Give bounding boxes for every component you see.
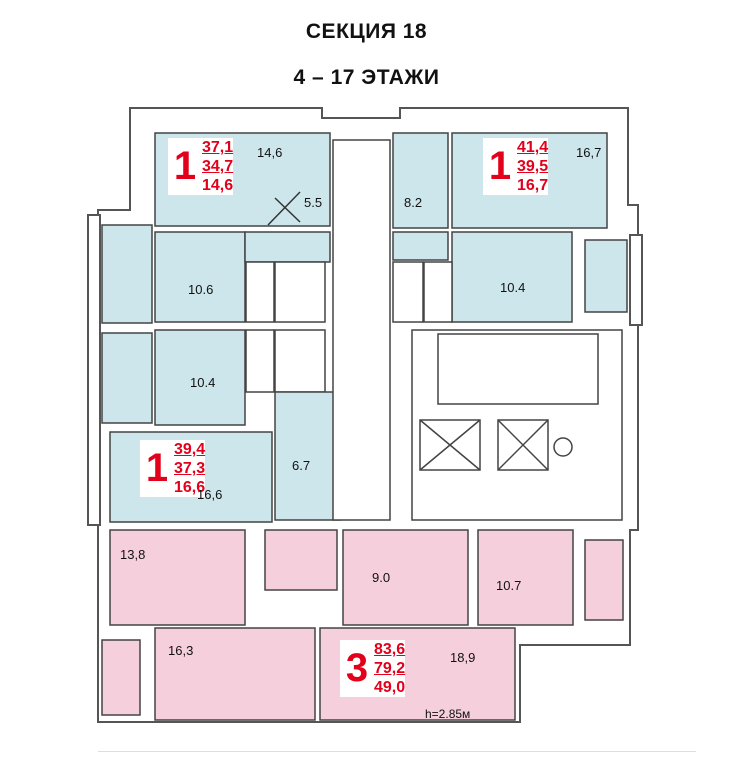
room-area-label: 6.7	[292, 458, 311, 473]
living-total-area: 37,3	[174, 460, 206, 477]
living-area: 14,6	[202, 177, 234, 194]
a1-room	[154, 132, 331, 227]
a1-corridor	[244, 231, 331, 263]
rooms-count: 1	[145, 446, 169, 490]
a2-wc	[392, 261, 424, 323]
ceiling-height-label: h=2.85м	[425, 707, 471, 721]
apartment-badge-3: 3 83,6 79,2 49,0	[340, 640, 406, 697]
a4-bath	[264, 529, 338, 591]
room-area-label: 16,7	[576, 145, 602, 160]
a4-room-1	[109, 529, 246, 626]
rooms-count: 1	[488, 144, 512, 188]
a3-wc	[274, 329, 326, 393]
living-total-area: 79,2	[374, 660, 406, 677]
living-area: 16,7	[517, 177, 549, 194]
apartment-badge-1a: 1 37,1 34,7 14,6	[168, 138, 234, 195]
bottom-divider	[98, 751, 696, 752]
a1-kitchen	[154, 231, 246, 323]
apartment-badge-1b: 1 41,4 39,5 16,7	[483, 138, 549, 195]
a3-hall	[274, 391, 341, 521]
a2-hall	[392, 132, 449, 229]
room-area-label: 8.2	[404, 195, 423, 210]
a2-loggia	[584, 239, 628, 313]
room-area-label: 14,6	[257, 145, 283, 160]
room-area-label: 10.4	[190, 375, 216, 390]
total-area: 37,1	[202, 139, 234, 156]
rooms-count: 3	[345, 646, 369, 690]
a2-corridor	[392, 231, 449, 261]
a3-bath	[245, 329, 275, 393]
room-area-label: 9.0	[372, 570, 391, 585]
living-area: 16,6	[174, 479, 206, 496]
room-area-label: 10.6	[188, 282, 214, 297]
room-area-label: 13,8	[120, 547, 146, 562]
rooms-count: 1	[173, 144, 197, 188]
a4-room-2	[154, 627, 316, 721]
a4-hall	[342, 529, 469, 626]
a4-loggia-left	[101, 639, 141, 716]
core	[332, 139, 623, 521]
a4-kitchen	[477, 529, 574, 626]
room-area-label: 16,3	[168, 643, 194, 658]
apartment-1b-rooms	[392, 132, 628, 323]
corridor	[332, 139, 391, 521]
room-area-label: 5.5	[304, 195, 323, 210]
a4-loggia-right	[584, 539, 624, 621]
room-area-label: 10.4	[500, 280, 526, 295]
stairs	[437, 333, 599, 405]
living-area: 49,0	[374, 679, 406, 696]
total-area: 39,4	[174, 441, 206, 458]
total-area: 41,4	[517, 139, 549, 156]
total-area: 83,6	[374, 641, 406, 658]
a2-kitchen	[451, 231, 573, 323]
room-area-label: 16,6	[197, 487, 223, 502]
room-area-label: 18,9	[450, 650, 476, 665]
a3-kitchen	[154, 329, 246, 426]
apartment-1a-rooms	[101, 132, 331, 324]
a1-wc	[274, 261, 326, 323]
floors-subtitle: 4 – 17 ЭТАЖИ	[293, 66, 440, 89]
a1-bath	[245, 261, 275, 323]
a2-bath	[423, 261, 453, 323]
building-outline	[87, 107, 643, 723]
apartment-3-rooms	[101, 529, 624, 721]
a3-loggia	[101, 332, 153, 424]
living-total-area: 39,5	[517, 158, 549, 175]
section-title: СЕКЦИЯ 18	[305, 20, 428, 43]
living-total-area: 34,7	[202, 158, 234, 175]
room-area-label: 10.7	[496, 578, 522, 593]
apartment-badge-1c: 1 39,4 37,3 16,6	[140, 440, 206, 497]
a1-loggia	[101, 224, 153, 324]
